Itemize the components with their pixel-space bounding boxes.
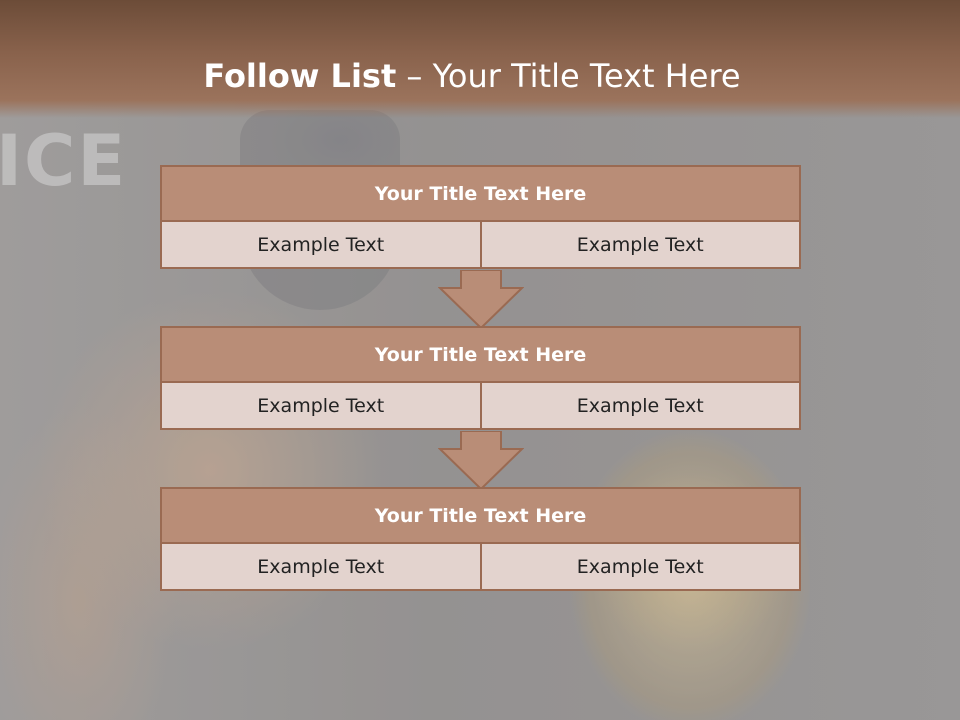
slide-title-rest: – Your Title Text Here: [406, 57, 741, 95]
block-row: Example Text Example Text: [160, 220, 801, 269]
list-block: Your Title Text Here Example Text Exampl…: [160, 165, 801, 269]
slide-title-bold: Follow List: [203, 57, 397, 95]
block-cell-right[interactable]: Example Text: [479, 220, 801, 269]
background-police-lettering: ICE: [0, 120, 128, 202]
block-row: Example Text Example Text: [160, 381, 801, 430]
block-title[interactable]: Your Title Text Here: [160, 487, 801, 544]
block-cell-left[interactable]: Example Text: [160, 381, 482, 430]
down-arrow-icon: [438, 270, 524, 330]
block-cell-right[interactable]: Example Text: [479, 542, 801, 591]
title-band: [0, 0, 960, 118]
down-arrow-icon: [438, 431, 524, 491]
slide-title[interactable]: Follow List – Your Title Text Here: [0, 54, 944, 98]
block-row: Example Text Example Text: [160, 542, 801, 591]
list-block: Your Title Text Here Example Text Exampl…: [160, 487, 801, 591]
block-cell-left[interactable]: Example Text: [160, 220, 482, 269]
list-block: Your Title Text Here Example Text Exampl…: [160, 326, 801, 430]
block-cell-right[interactable]: Example Text: [479, 381, 801, 430]
block-title[interactable]: Your Title Text Here: [160, 326, 801, 383]
block-cell-left[interactable]: Example Text: [160, 542, 482, 591]
block-title[interactable]: Your Title Text Here: [160, 165, 801, 222]
